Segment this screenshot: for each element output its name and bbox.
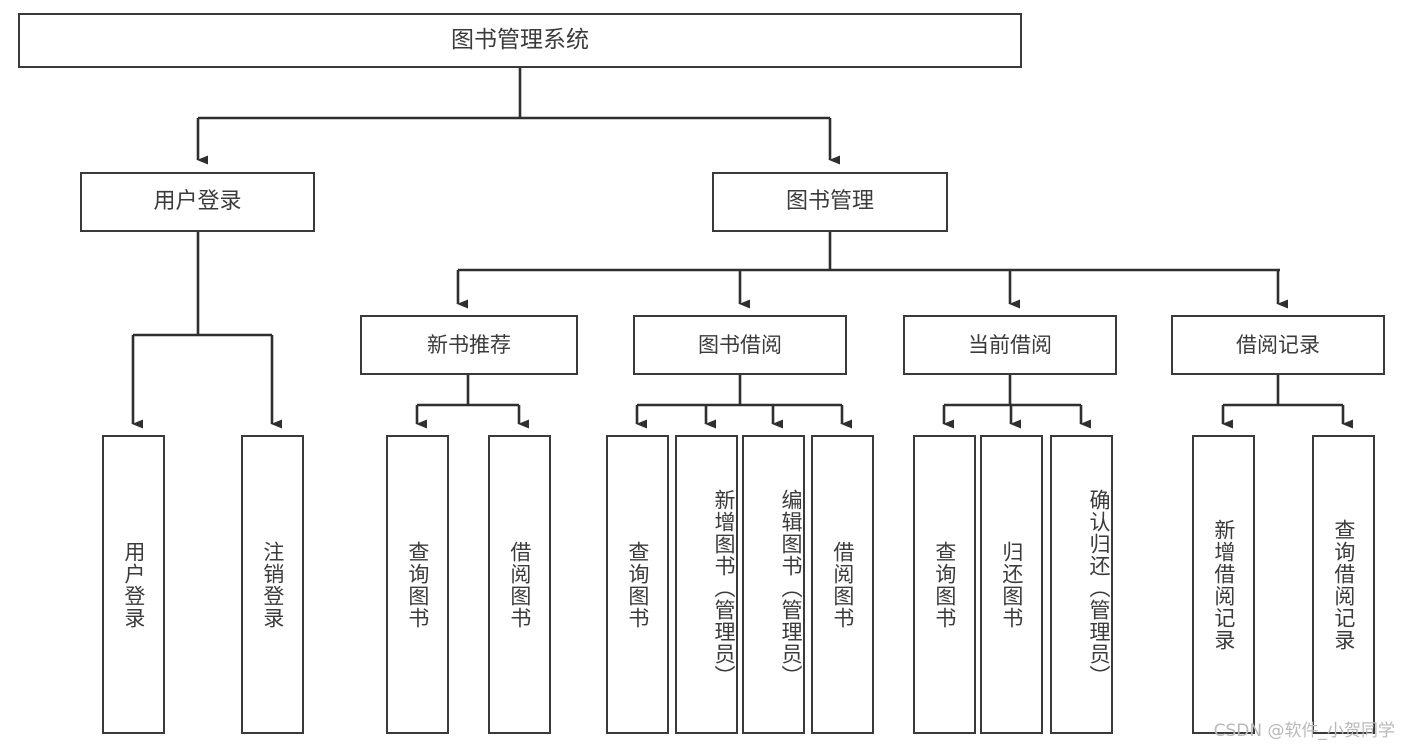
leaf-query-borrow-record[interactable]: 查询借阅记录 — [1312, 435, 1375, 734]
leaf-add-book-admin[interactable]: 新增图书（管理员） — [675, 435, 738, 734]
leaf-query-book-current[interactable]: 查询图书 — [913, 435, 976, 734]
leaf-query-book-borrow[interactable]: 查询图书 — [606, 435, 669, 734]
node-current-borrow[interactable]: 当前借阅 — [903, 315, 1117, 375]
node-book-borrow[interactable]: 图书借阅 — [633, 315, 847, 375]
leaf-edit-book-admin[interactable]: 编辑图书（管理员） — [742, 435, 805, 734]
node-book-management[interactable]: 图书管理 — [712, 172, 948, 232]
leaf-user-login[interactable]: 用户登录 — [102, 435, 165, 734]
leaf-add-borrow-record[interactable]: 新增借阅记录 — [1192, 435, 1255, 734]
leaf-return-book[interactable]: 归还图书 — [980, 435, 1043, 734]
node-new-book-recommend[interactable]: 新书推荐 — [360, 315, 578, 375]
leaf-borrow-book-recommend[interactable]: 借阅图书 — [488, 435, 551, 734]
leaf-borrow-book[interactable]: 借阅图书 — [811, 435, 874, 734]
leaf-user-logout[interactable]: 注销登录 — [241, 435, 304, 734]
node-user-login[interactable]: 用户登录 — [80, 172, 315, 232]
leaf-query-book-recommend[interactable]: 查询图书 — [386, 435, 449, 734]
leaf-confirm-return-admin[interactable]: 确认归还（管理员） — [1050, 435, 1113, 734]
node-root-system[interactable]: 图书管理系统 — [18, 13, 1022, 68]
csdn-watermark: CSDN @软件_小贺同学 — [1213, 721, 1395, 741]
node-borrow-record[interactable]: 借阅记录 — [1171, 315, 1385, 375]
